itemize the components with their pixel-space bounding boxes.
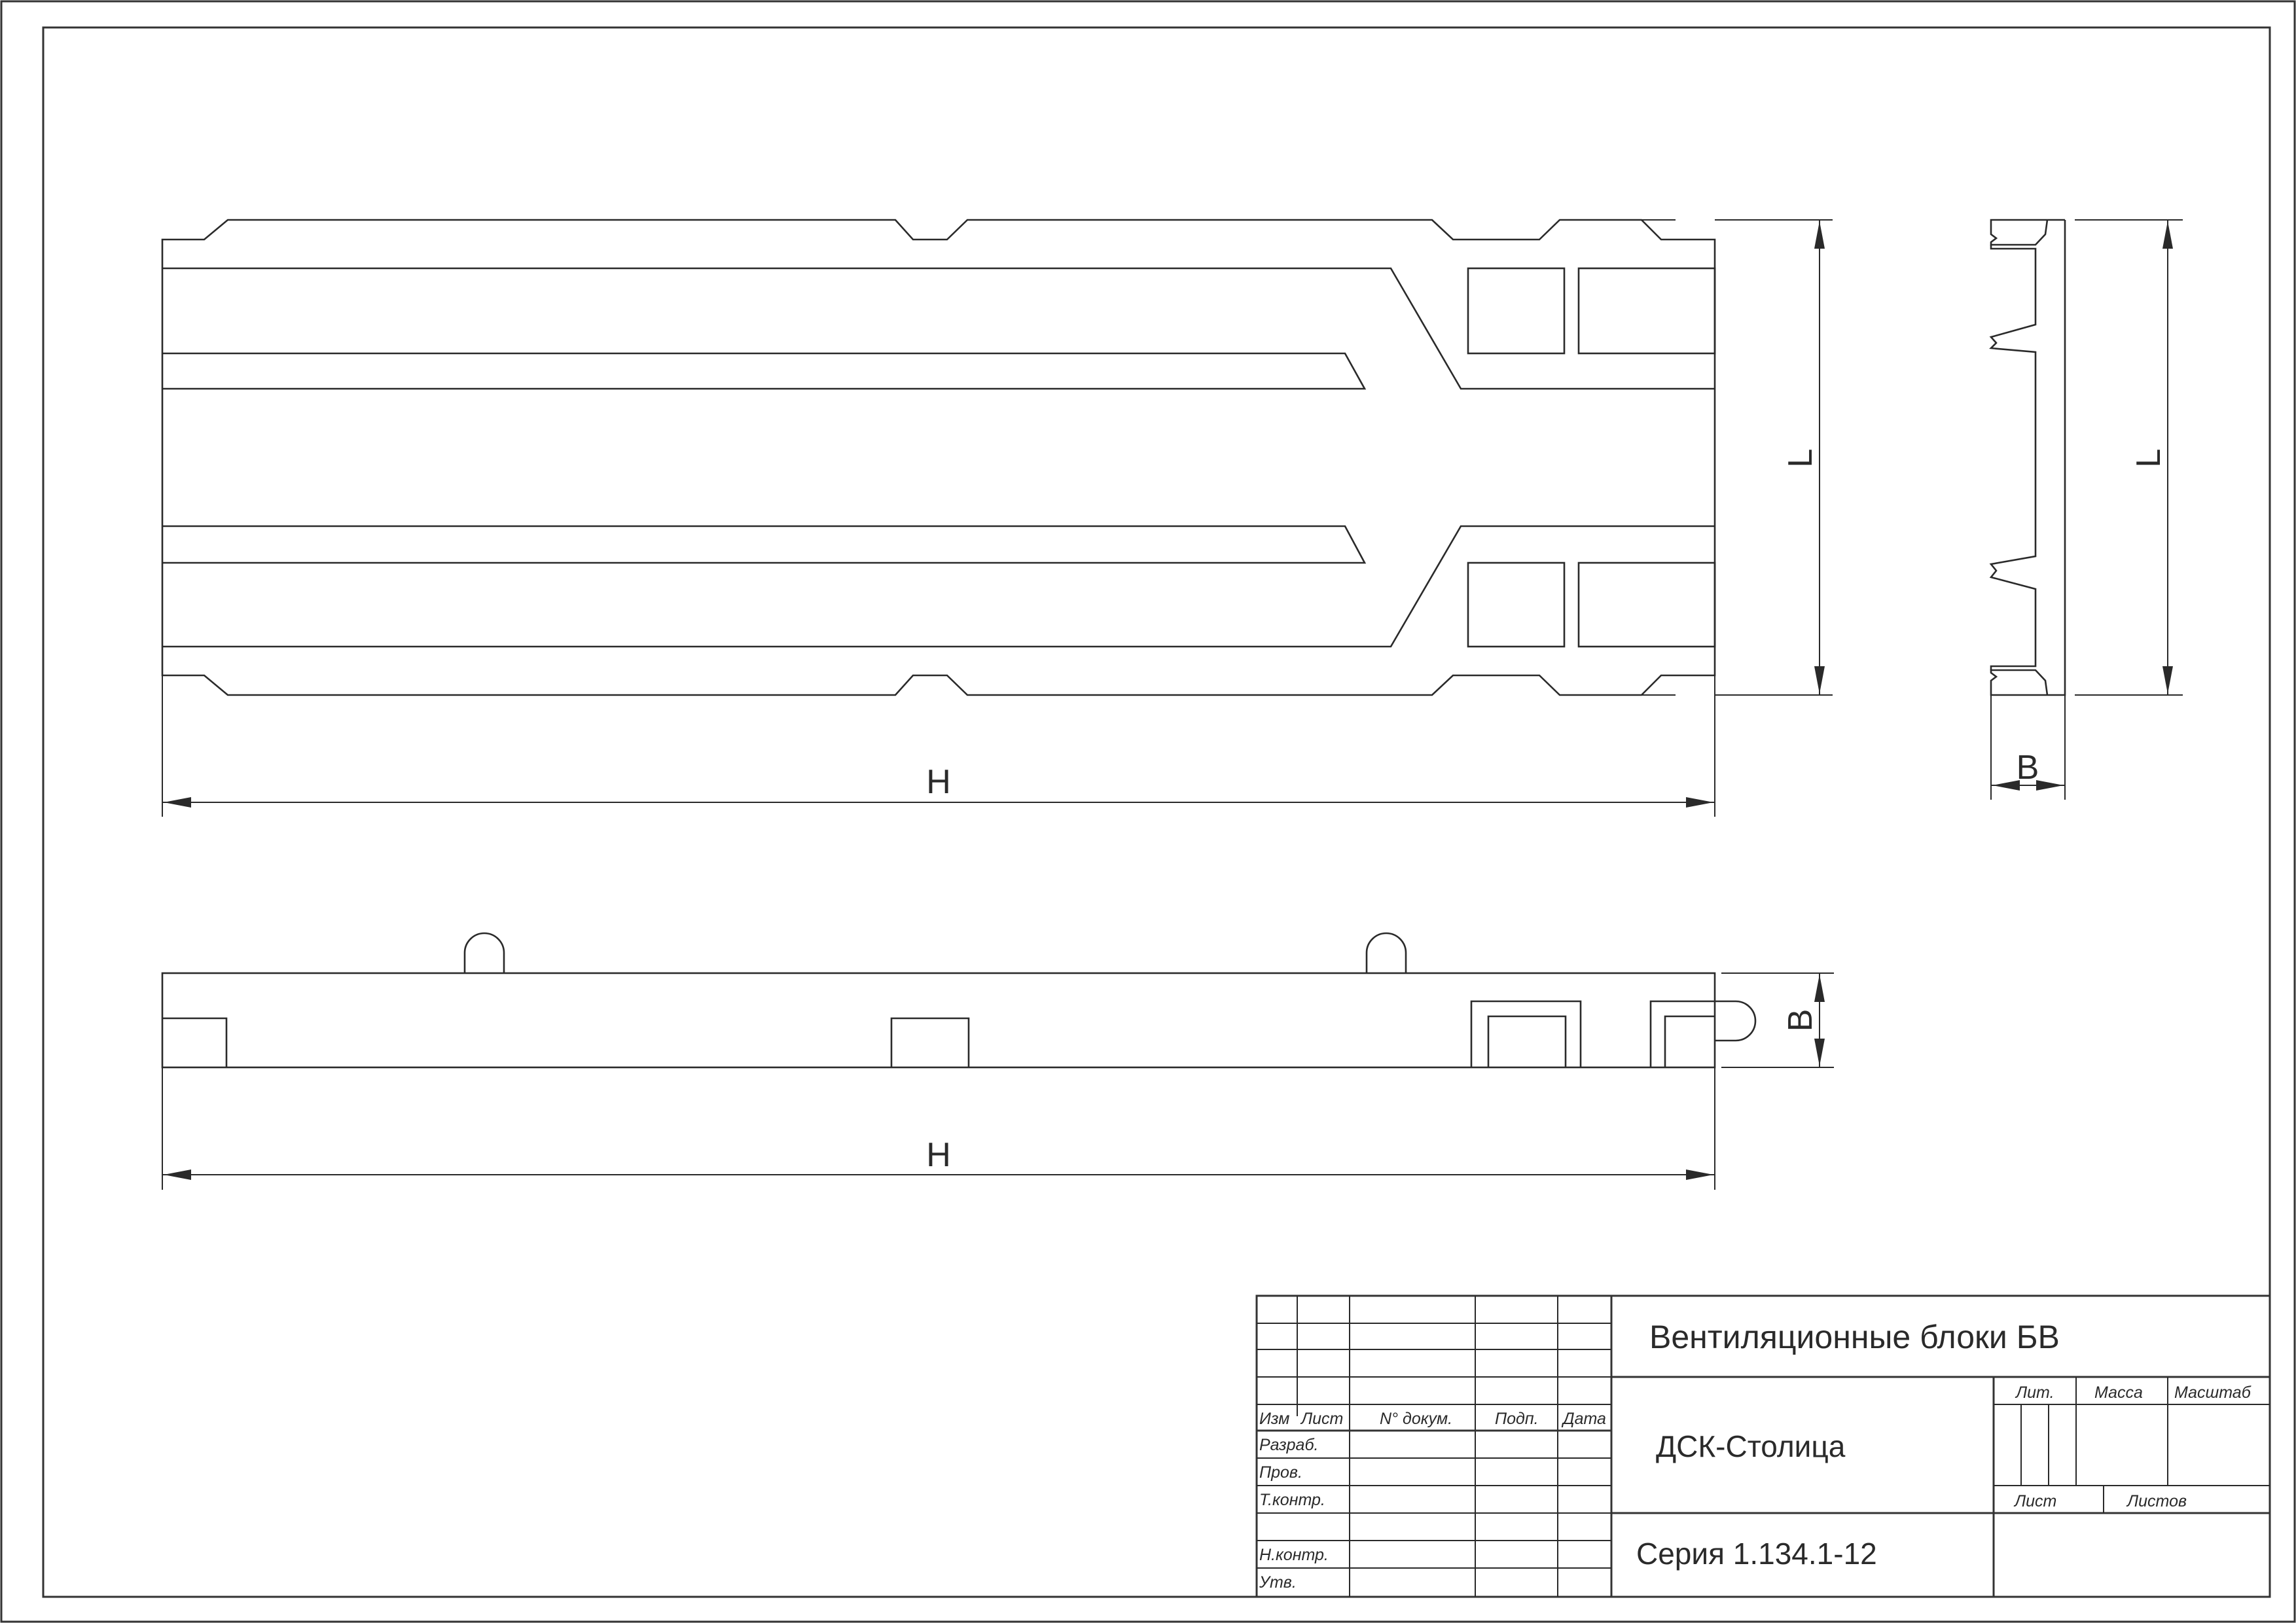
tb-series: Серия 1.134.1-12: [1636, 1537, 1877, 1571]
tb-header-signature: Подп.: [1495, 1410, 1539, 1428]
side-end-opening-inner: [1664, 1015, 1715, 1067]
side-view: B H: [161, 932, 1834, 1190]
tb-role-checked: Пров.: [1259, 1463, 1302, 1482]
tb-organization: ДСК-Столица: [1656, 1429, 1846, 1463]
title-block: Изм Лист N° докум. Подп. Дата Разраб. Пр…: [1255, 1294, 2271, 1598]
lower-opening-left: [1467, 562, 1566, 648]
top-view: L H: [161, 219, 1833, 817]
tb-header-scale: Масштаб: [2174, 1383, 2251, 1402]
end-dim-L-arrow-top: [2162, 221, 2173, 249]
recess-middle: [890, 1017, 970, 1067]
upper-channel: [162, 267, 1715, 390]
tb-header-doc-no: N° докум.: [1380, 1410, 1452, 1428]
upper-opening-right: [1577, 267, 1716, 355]
dim-L-arrow-bottom: [1814, 666, 1825, 694]
end-view: L B: [1989, 219, 2183, 800]
lower-channel: [162, 525, 1715, 648]
end-dim-B-arrow-left: [1992, 780, 2020, 791]
upper-opening-left: [1467, 267, 1566, 355]
lower-opening-right: [1577, 562, 1716, 648]
side-dim-H-arrow-right: [1686, 1169, 1713, 1180]
side-dim-H-label: H: [926, 1136, 951, 1174]
end-view-profile: [1989, 245, 2037, 670]
side-end-opening-outer: [1649, 1000, 1715, 1067]
end-view-outline: [1990, 219, 2066, 696]
dim-H-arrow-left: [164, 797, 191, 808]
tb-header-lit: Лит.: [2015, 1383, 2054, 1402]
title-block-border: [1255, 1294, 2271, 1598]
end-dim-B-arrow-right: [2036, 780, 2064, 791]
tb-title: Вентиляционные блоки БВ: [1649, 1319, 2060, 1355]
side-dim-H-arrow-left: [164, 1169, 191, 1180]
tb-header-date: Дата: [1561, 1410, 1606, 1428]
tb-header-sheet: Лист: [2013, 1492, 2056, 1510]
dim-L-label: L: [1782, 449, 1820, 468]
tb-role-developed: Разраб.: [1259, 1436, 1318, 1454]
tb-header-sheets: Листов: [2126, 1492, 2187, 1510]
end-loop: [1715, 1000, 1757, 1042]
side-view-outline: [161, 972, 1716, 1069]
side-dim-B-arrow-top: [1814, 974, 1825, 1002]
tb-role-approved: Утв.: [1259, 1573, 1297, 1592]
dim-H-label: H: [926, 763, 951, 801]
dim-L-arrow-top: [1814, 221, 1825, 249]
side-opening-outer: [1470, 1000, 1582, 1067]
side-opening-inner: [1487, 1015, 1567, 1067]
side-dim-B-arrow-bottom: [1814, 1039, 1825, 1066]
end-dim-L-arrow-bottom: [2162, 666, 2173, 694]
tb-role-norm-control: Н.контр.: [1259, 1546, 1329, 1564]
lifting-loop-left: [463, 932, 505, 973]
recess-left: [162, 1017, 228, 1067]
tb-role-tech-control: Т.контр.: [1259, 1491, 1325, 1509]
end-dim-B-label: B: [2017, 749, 2039, 787]
end-dim-L-label: L: [2130, 449, 2168, 468]
lifting-loop-right: [1365, 932, 1407, 973]
tb-header-list: Лист: [1300, 1410, 1343, 1428]
dim-H-arrow-right: [1686, 797, 1713, 808]
side-dim-B-label: B: [1782, 1009, 1820, 1032]
drawing-frame: [42, 26, 2271, 1598]
tb-header-mass: Масса: [2094, 1383, 2143, 1402]
top-view-outline: [161, 219, 1716, 696]
tb-header-izm: Изм: [1259, 1410, 1289, 1428]
